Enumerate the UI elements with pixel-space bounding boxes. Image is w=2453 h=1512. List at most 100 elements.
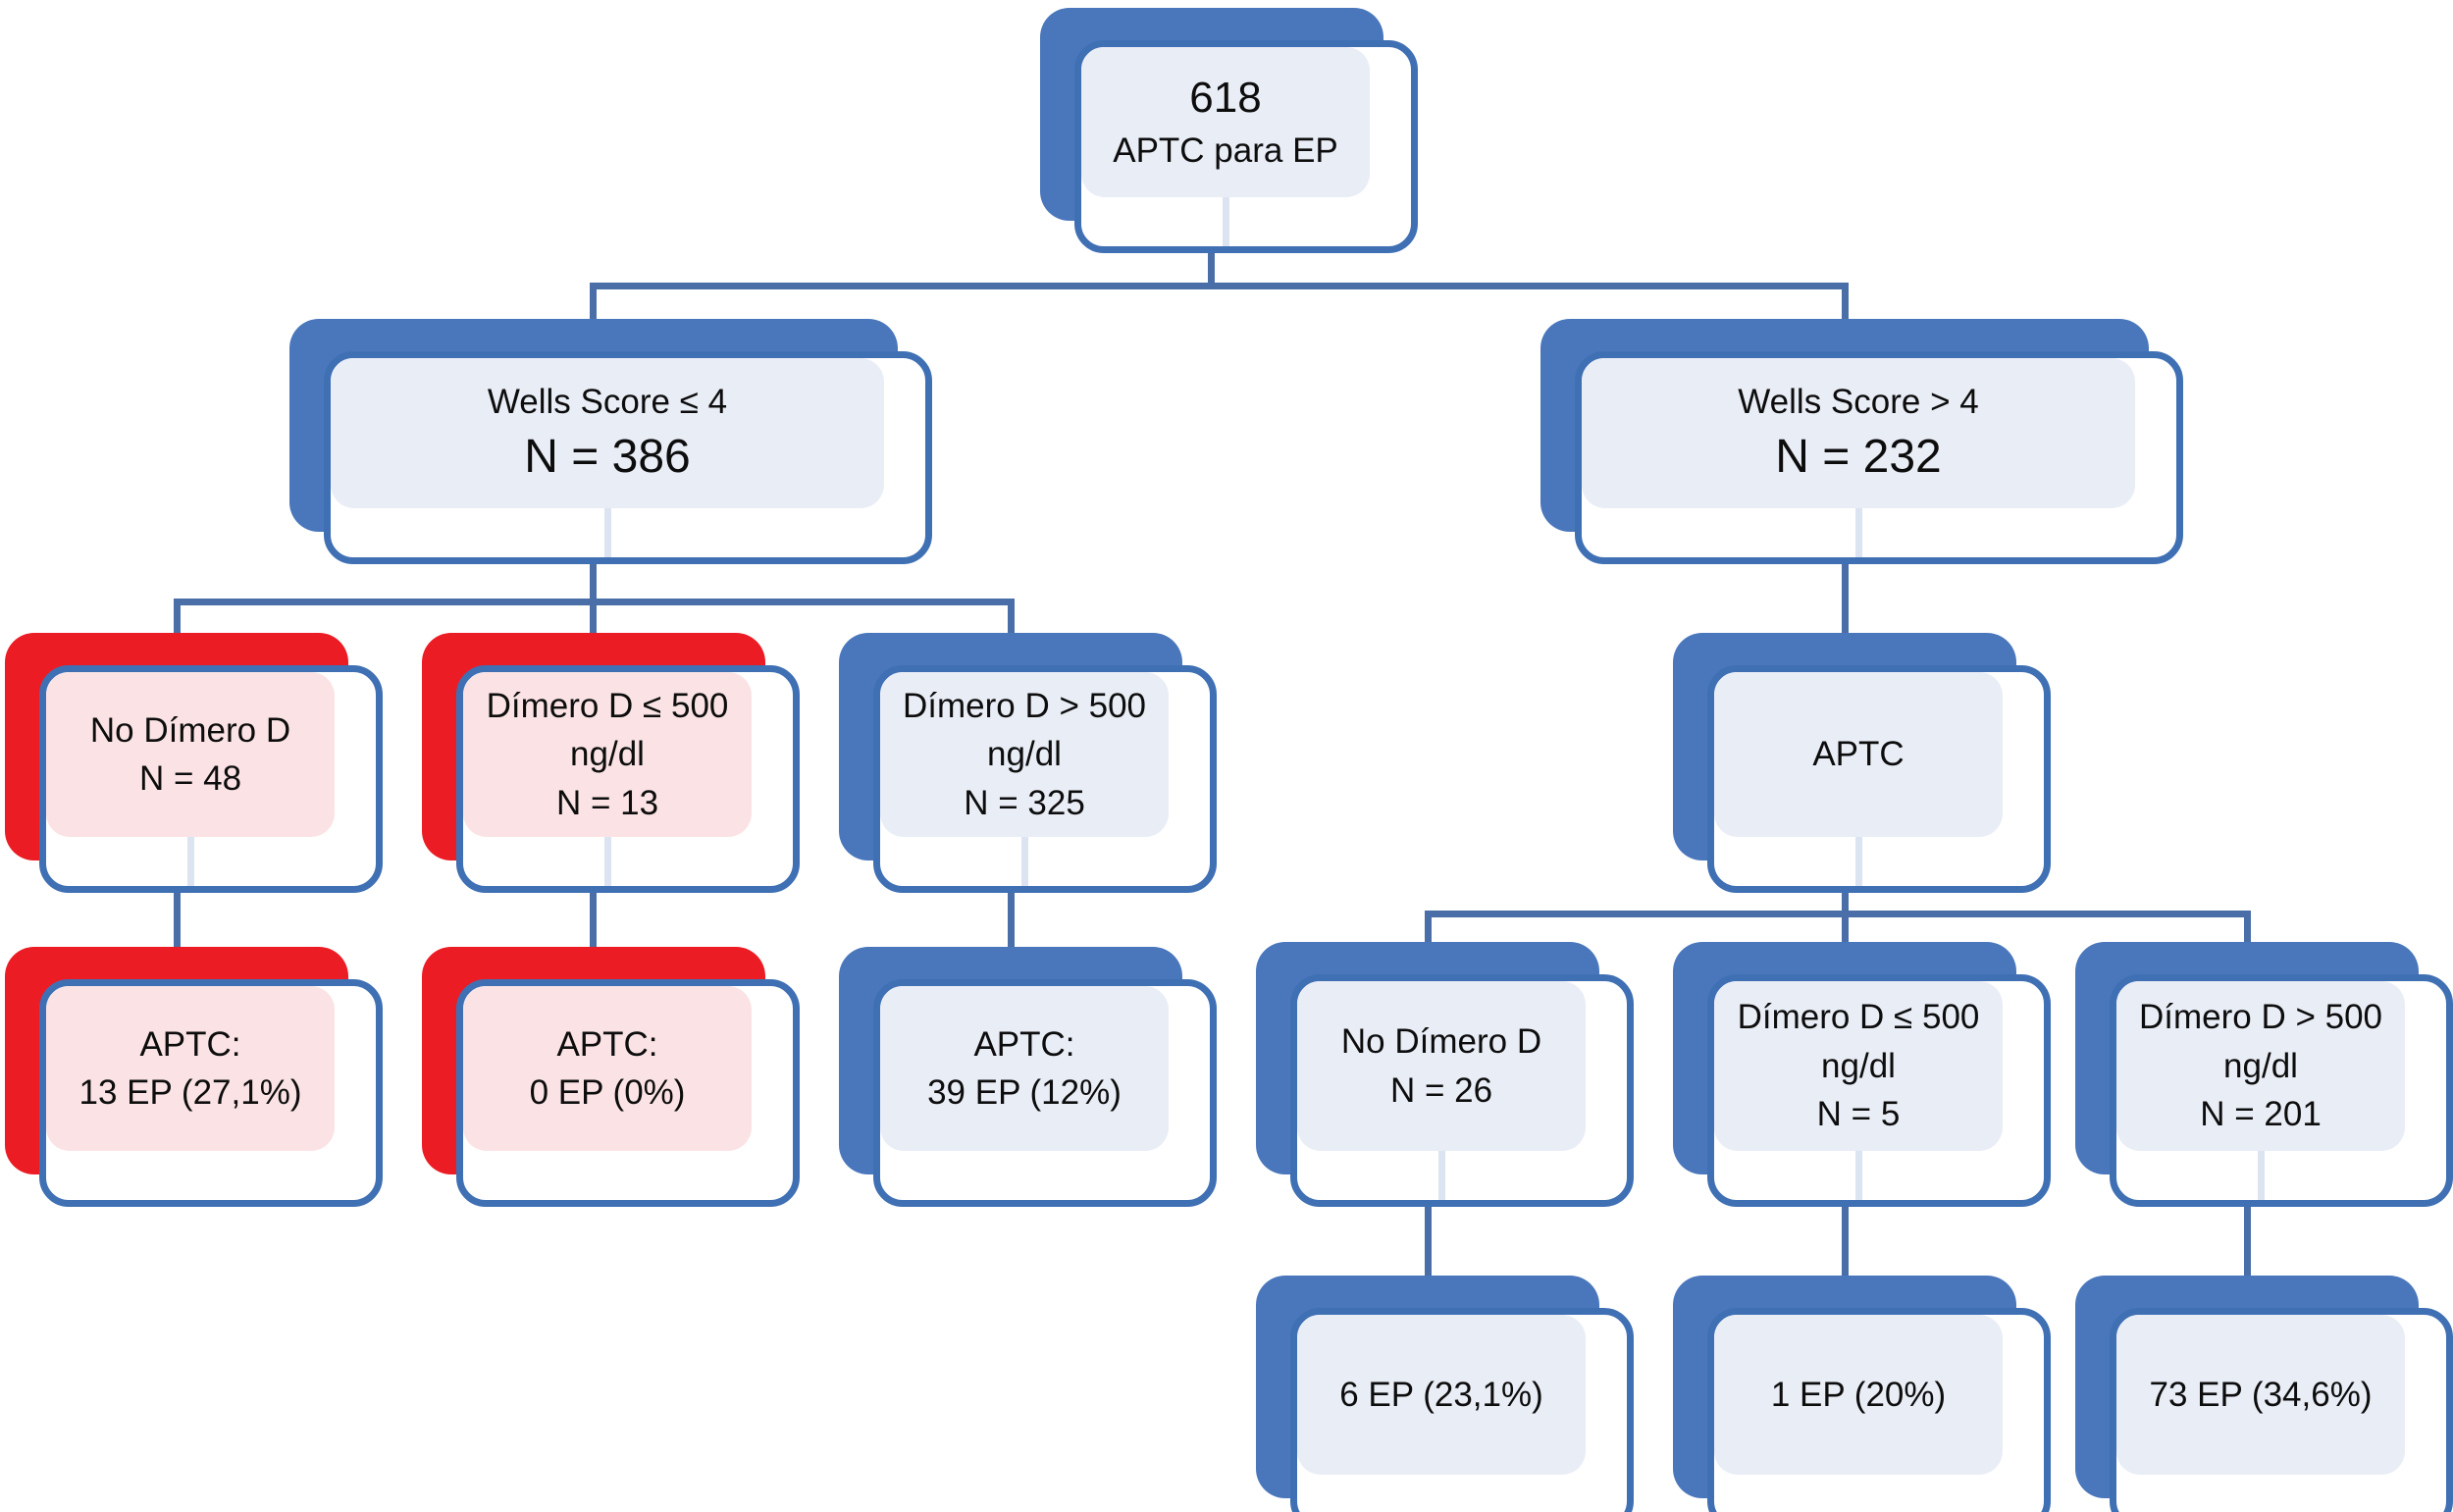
connector-high-col3-vert <box>2244 1202 2251 1280</box>
node-fill: 618 APTC para EP <box>1081 47 1370 197</box>
connector-low-col3-vert <box>1008 883 1015 952</box>
node-unit: ng/dl <box>1821 1046 1896 1085</box>
node-label: APTC: <box>139 1024 241 1064</box>
node-count: N = 26 <box>1389 1070 1493 1110</box>
connector-showthrough <box>1021 837 1028 886</box>
connector-showthrough <box>1855 508 1862 557</box>
node-count: N = 5 <box>1816 1095 1901 1134</box>
connector-wells-high-vert <box>1842 559 1849 638</box>
node-label: Dímero D > 500 <box>902 686 1147 725</box>
node-card: 618 APTC para EP <box>1074 40 1418 253</box>
node-value: 13 EP (27,1%) <box>78 1073 302 1112</box>
connector-left-drop-1 <box>174 599 181 638</box>
connector-top-drop-left <box>590 283 597 324</box>
connector-showthrough <box>1438 1151 1445 1200</box>
node-count: N = 201 <box>2200 1095 2322 1134</box>
node-label: Wells Score ≤ 4 <box>487 382 728 421</box>
node-label: APTC: <box>973 1024 1075 1064</box>
node-dimero-gt-500-high: Dímero D > 500 ng/dl N = 201 <box>2075 942 2453 1207</box>
node-fill: No Dímero D N = 26 <box>1297 981 1586 1151</box>
node-label: Dímero D ≤ 500 <box>1737 998 1980 1037</box>
node-label: APTC <box>1812 735 1905 774</box>
node-fill: Dímero D > 500 ng/dl N = 201 <box>2116 981 2405 1151</box>
node-fill: Dímero D ≤ 500 ng/dl N = 13 <box>463 672 752 837</box>
node-card: No Dímero D N = 48 <box>39 665 383 893</box>
connector-showthrough <box>604 837 611 886</box>
node-label: No Dímero D <box>89 710 291 750</box>
node-count: N = 232 <box>1775 431 1942 484</box>
node-result-aptc-13ep: APTC: 13 EP (27,1%) <box>5 947 383 1207</box>
node-unit: ng/dl <box>570 735 645 774</box>
node-fill: APTC: 39 EP (12%) <box>880 986 1169 1151</box>
node-fill: APTC: 13 EP (27,1%) <box>46 986 335 1151</box>
node-fill: 1 EP (20%) <box>1714 1315 2003 1475</box>
connector-right-drop-1 <box>1425 911 1432 948</box>
node-fill: Wells Score ≤ 4 N = 386 <box>331 358 884 508</box>
node-card: Dímero D > 500 ng/dl N = 325 <box>873 665 1217 893</box>
node-dimero-le-500-low: Dímero D ≤ 500 ng/dl N = 13 <box>422 633 800 893</box>
connector-low-col2-vert <box>590 883 597 952</box>
node-unit: ng/dl <box>987 735 1062 774</box>
node-label: APTC: <box>556 1024 658 1064</box>
connector-showthrough <box>1855 1151 1862 1200</box>
node-fill: APTC: 0 EP (0%) <box>463 986 752 1151</box>
node-fill: 73 EP (34,6%) <box>2116 1315 2405 1475</box>
node-fill: Dímero D > 500 ng/dl N = 325 <box>880 672 1169 837</box>
node-count: N = 386 <box>524 431 691 484</box>
connector-top-horizontal <box>590 283 1849 289</box>
node-value: 1 EP (20%) <box>1770 1375 1947 1414</box>
connector-showthrough <box>1223 197 1229 246</box>
node-value: 6 EP (23,1%) <box>1339 1375 1543 1414</box>
connector-low-col1-vert <box>174 883 181 952</box>
connector-showthrough <box>604 508 611 557</box>
node-wells-score-gt-4: Wells Score > 4 N = 232 <box>1540 319 2183 564</box>
node-card: APTC: 0 EP (0%) <box>456 979 800 1207</box>
node-count: N = 325 <box>964 783 1085 822</box>
node-result-aptc-39ep: APTC: 39 EP (12%) <box>839 947 1217 1207</box>
node-result-1ep: 1 EP (20%) <box>1673 1276 2051 1512</box>
node-value: 73 EP (34,6%) <box>2149 1375 2373 1414</box>
node-card: Dímero D ≤ 500 ng/dl N = 5 <box>1707 974 2051 1207</box>
node-fill: No Dímero D N = 48 <box>46 672 335 837</box>
connector-root-stub <box>1208 245 1215 288</box>
node-fill: Wells Score > 4 N = 232 <box>1582 358 2135 508</box>
connector-high-col2-vert <box>1842 1202 1849 1280</box>
connector-top-drop-right <box>1842 283 1849 324</box>
connector-right-drop-3 <box>2244 911 2251 948</box>
node-fill: 6 EP (23,1%) <box>1297 1315 1586 1475</box>
connector-high-col1-vert <box>1425 1202 1432 1280</box>
node-no-dimero-d-high: No Dímero D N = 26 <box>1256 942 1634 1207</box>
connector-showthrough <box>187 837 194 886</box>
node-value: 0 EP (0%) <box>529 1073 686 1112</box>
node-label: APTC para EP <box>1113 131 1338 171</box>
node-count: N = 48 <box>138 759 242 798</box>
connector-showthrough <box>1855 837 1862 886</box>
node-dimero-le-500-high: Dímero D ≤ 500 ng/dl N = 5 <box>1673 942 2051 1207</box>
node-unit: ng/dl <box>2223 1046 2298 1085</box>
node-card: APTC: 13 EP (27,1%) <box>39 979 383 1207</box>
node-card: APTC: 39 EP (12%) <box>873 979 1217 1207</box>
node-fill: APTC <box>1714 672 2003 837</box>
node-result-73ep: 73 EP (34,6%) <box>2075 1276 2453 1512</box>
node-card: APTC <box>1707 665 2051 893</box>
node-card: Wells Score > 4 N = 232 <box>1575 351 2183 564</box>
node-label: Dímero D ≤ 500 <box>486 686 729 725</box>
node-result-aptc-0ep: APTC: 0 EP (0%) <box>422 947 800 1207</box>
node-wells-score-le-4: Wells Score ≤ 4 N = 386 <box>289 319 932 564</box>
node-label: Wells Score > 4 <box>1738 382 1979 421</box>
node-card: Dímero D ≤ 500 ng/dl N = 13 <box>456 665 800 893</box>
node-label: No Dímero D <box>1340 1022 1542 1061</box>
node-value: 39 EP (12%) <box>927 1073 1122 1112</box>
node-card: Wells Score ≤ 4 N = 386 <box>324 351 932 564</box>
node-card: No Dímero D N = 26 <box>1290 974 1634 1207</box>
node-card: Dímero D > 500 ng/dl N = 201 <box>2110 974 2453 1207</box>
connector-left-drop-3 <box>1008 599 1015 638</box>
node-card: 73 EP (34,6%) <box>2110 1308 2453 1512</box>
node-card: 1 EP (20%) <box>1707 1308 2051 1512</box>
node-dimero-gt-500-low: Dímero D > 500 ng/dl N = 325 <box>839 633 1217 893</box>
node-fill: Dímero D ≤ 500 ng/dl N = 5 <box>1714 981 2003 1151</box>
node-count: N = 13 <box>555 783 659 822</box>
connector-showthrough <box>2258 1151 2265 1200</box>
node-no-dimero-d-low: No Dímero D N = 48 <box>5 633 383 893</box>
